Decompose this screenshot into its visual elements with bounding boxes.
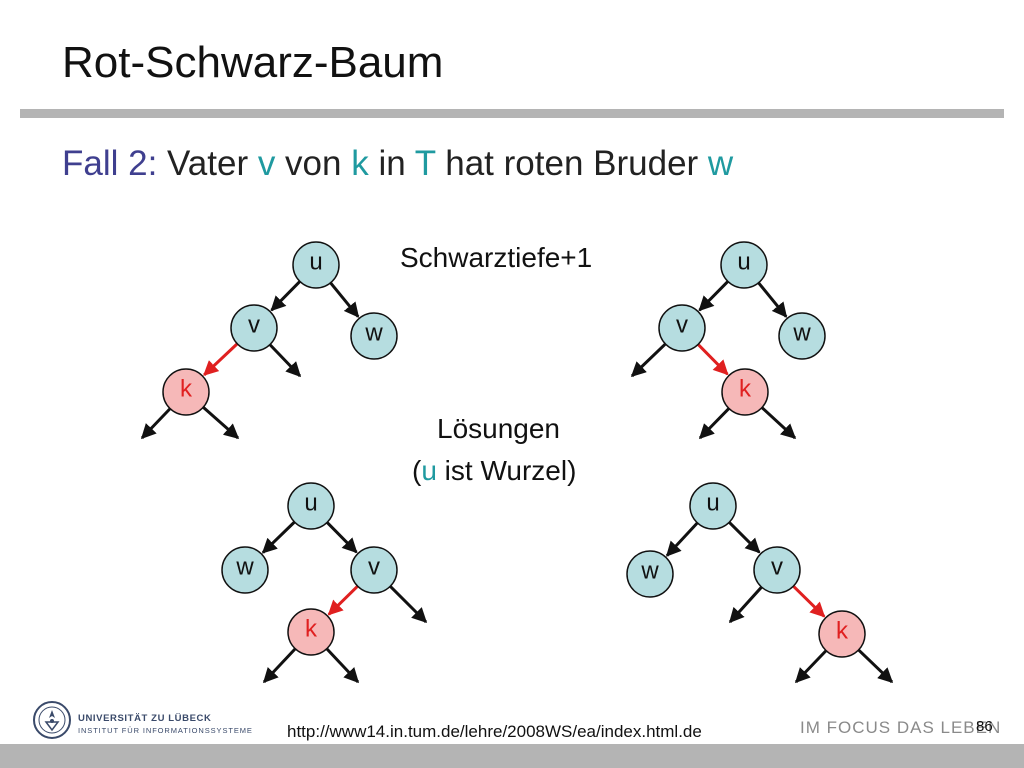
node-label-u: u — [304, 489, 317, 516]
tree-bottom-right: u w v k — [626, 482, 894, 684]
node-w — [778, 312, 826, 360]
node-k-red — [162, 368, 210, 416]
edge-v-k-red — [792, 585, 826, 618]
edge-v-v-left-leaf — [630, 342, 667, 378]
label-paren-open: ( — [412, 455, 422, 486]
edge-v-v-right-leaf — [389, 585, 428, 624]
slide-title: Rot-Schwarz-Baum — [62, 38, 444, 87]
edge-k-k-right-leaf — [857, 648, 894, 684]
source-url: http://www14.in.tum.de/lehre/2008WS/ea/i… — [287, 722, 702, 741]
subtitle-text-2: von — [275, 144, 352, 183]
node-label-k: k — [180, 375, 193, 402]
label-loesungen: Lösungen — [437, 413, 561, 444]
node-label-w: w — [792, 319, 811, 346]
edge-k-k-right-leaf — [760, 406, 797, 440]
node-label-u: u — [706, 489, 719, 516]
subtitle-text-1: Vater — [157, 144, 258, 183]
node-label-u: u — [737, 248, 750, 275]
logo-university-name: UNIVERSITÄT ZU LÜBECK — [78, 713, 212, 724]
node-v — [350, 546, 398, 594]
node-u — [287, 482, 335, 530]
node-label-k: k — [836, 617, 849, 644]
subtitle-var-t: T — [414, 144, 436, 183]
node-k-red — [287, 608, 335, 656]
title-divider — [20, 109, 1004, 118]
edge-v-k-red — [697, 343, 729, 376]
university-logo: UNIVERSITÄT ZU LÜBECK INSTITUT FÜR INFOR… — [32, 700, 252, 744]
node-label-w: w — [235, 553, 254, 580]
edge-u-w — [757, 281, 788, 318]
edge-k-k-left-leaf — [698, 407, 730, 440]
node-label-k: k — [305, 615, 318, 642]
edge-u-v — [270, 280, 301, 312]
edge-v-k-red — [327, 585, 359, 616]
tree-top-right: u v w k — [630, 241, 826, 440]
edge-v-v-right-leaf — [268, 343, 302, 378]
label-var-u: u — [421, 455, 437, 486]
node-u — [720, 241, 768, 289]
node-w — [221, 546, 269, 594]
node-label-u: u — [309, 248, 322, 275]
node-w — [350, 312, 398, 360]
subtitle-var-w: w — [707, 144, 734, 183]
node-k-red — [721, 368, 769, 416]
node-label-k: k — [739, 375, 752, 402]
node-label-v: v — [248, 311, 260, 338]
edge-v-v-left-leaf — [728, 586, 763, 624]
subtitle-case-label: Fall 2: — [62, 144, 158, 183]
edge-u-w — [665, 521, 699, 557]
edge-k-k-right-leaf — [325, 647, 360, 684]
node-u — [292, 241, 340, 289]
node-v — [658, 304, 706, 352]
edge-k-k-left-leaf — [140, 407, 172, 440]
subtitle-text-4: hat roten Bruder — [435, 144, 708, 183]
node-v — [230, 304, 278, 352]
footer-bar — [0, 744, 1024, 768]
subtitle-var-v: v — [257, 144, 276, 183]
node-label-v: v — [368, 553, 380, 580]
tree-top-left: u v w k — [140, 241, 398, 440]
footer-slogan: IM FOCUS DAS LEBEN — [800, 718, 1002, 737]
label-u-ist-wurzel: (u ist Wurzel) — [412, 455, 576, 487]
logo-institute-name: INSTITUT FÜR INFORMATIONSSYSTEME — [78, 726, 253, 735]
node-label-v: v — [771, 553, 783, 580]
subtitle-text-3: in — [368, 144, 415, 183]
edge-u-v — [728, 521, 761, 554]
node-w — [626, 550, 674, 598]
node-u — [689, 482, 737, 530]
edge-u-v — [326, 521, 358, 554]
label-wurzel-rest: ist Wurzel) — [436, 455, 577, 486]
node-label-v: v — [676, 311, 688, 338]
node-v — [753, 546, 801, 594]
edge-u-v — [698, 280, 729, 312]
edge-u-w — [261, 520, 296, 554]
edge-k-k-left-leaf — [794, 649, 828, 684]
subtitle-var-k: k — [351, 144, 369, 183]
university-seal-icon — [33, 701, 71, 739]
node-label-w: w — [364, 319, 383, 346]
node-label-w: w — [640, 557, 659, 584]
tree-bottom-left: u w v k — [221, 482, 428, 684]
label-schwarztiefe: Schwarztiefe+1 — [400, 242, 593, 273]
edge-v-k-red — [203, 342, 239, 376]
edge-k-k-left-leaf — [262, 647, 297, 684]
edge-k-k-right-leaf — [202, 406, 240, 440]
page-number: 86 — [976, 718, 993, 735]
slide-subtitle: Fall 2: Vater v von k in T hat roten Bru… — [62, 144, 733, 184]
edge-u-w — [329, 281, 360, 318]
node-k-red — [818, 610, 866, 658]
